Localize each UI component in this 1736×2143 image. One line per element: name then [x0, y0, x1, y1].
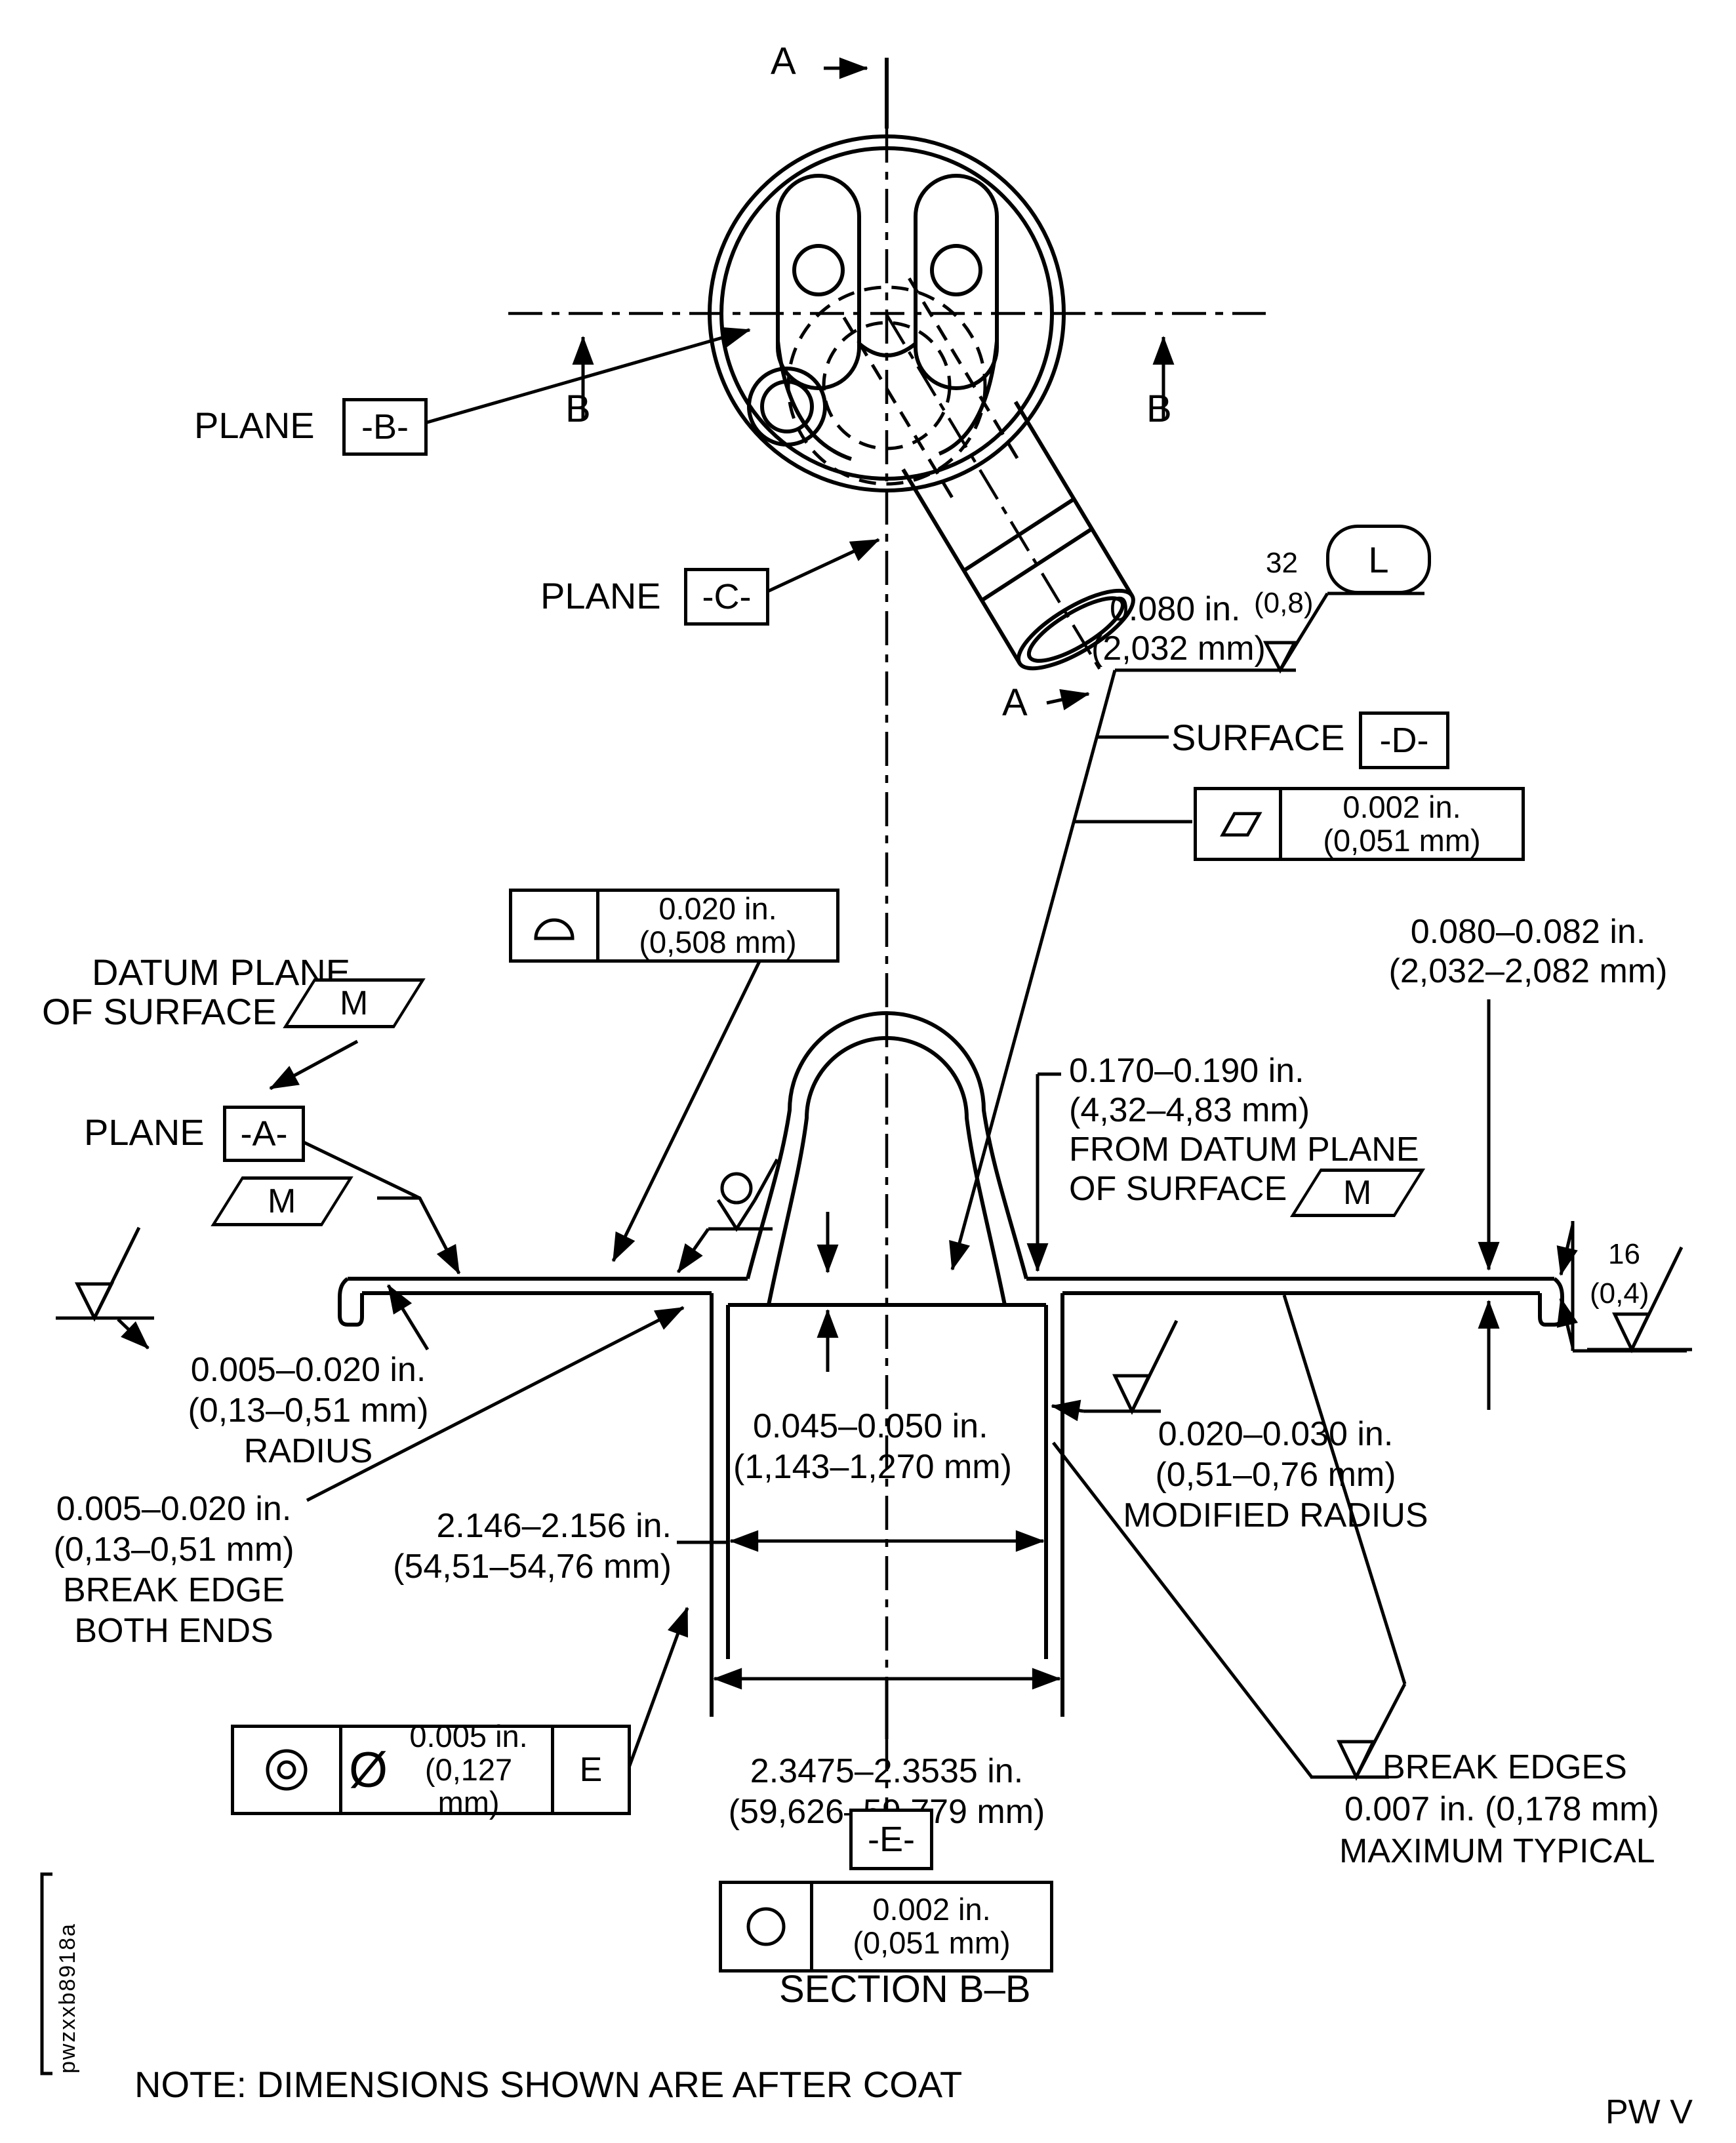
inner-width-mm: (54,51–54,76 mm) — [393, 1548, 672, 1586]
roughness-16: 16 — [1608, 1238, 1640, 1270]
datum-note-line2: OF SURFACE — [42, 991, 277, 1032]
section-outline — [338, 1011, 1564, 1717]
coat-thickness-in: 0.080 in. — [1110, 590, 1241, 628]
surface-d-label: SURFACE — [1171, 717, 1345, 758]
surface-finish-symbol-break-edges — [1310, 1683, 1407, 1781]
inner-width-in: 2.146–2.156 in. — [436, 1507, 672, 1545]
datum-flag-d: -D- — [1359, 711, 1449, 769]
break-edge-in: 0.005–0.020 in. — [56, 1490, 292, 1528]
centerlines — [508, 129, 1266, 1830]
modified-radius-in: 0.020–0.030 in. — [1158, 1415, 1394, 1453]
doc-number-bracket — [40, 1872, 52, 2075]
modified-radius-label: MODIFIED RADIUS — [1123, 1496, 1428, 1534]
concentricity-symbol-icon — [266, 1749, 308, 1791]
radius-note-in: 0.005–0.020 in. — [190, 1351, 426, 1389]
fcf-concentric-mm: (0,127 mm) — [424, 1752, 513, 1820]
break-edges-line1: BREAK EDGES — [1383, 1748, 1627, 1786]
fcf-parallel-in: 0.002 in. — [1342, 789, 1461, 824]
fcf-profile-mm: (0,508 mm) — [639, 924, 797, 959]
flatness-symbol-icon — [1219, 811, 1262, 837]
surface-finish-symbol-lay — [1115, 591, 1424, 674]
modified-radius-mm: (0,51–0,76 mm) — [1155, 1456, 1396, 1494]
fcf-parallel-mm: (0,051 mm) — [1323, 822, 1481, 858]
roughness-32: 32 — [1266, 547, 1298, 579]
fcf-profile-in: 0.020 in. — [658, 891, 777, 926]
diameter-symbol: Ø — [349, 1742, 388, 1798]
break-edge-line4: BOTH ENDS — [74, 1612, 273, 1650]
footer-code: PW V — [1605, 2093, 1693, 2131]
surface-finish-symbol-16 — [1587, 1246, 1692, 1353]
break-edge-line3: BREAK EDGE — [62, 1571, 285, 1609]
lay-symbol-oval: L — [1326, 525, 1431, 594]
drawing-note: NOTE: DIMENSIONS SHOWN ARE AFTER COAT — [134, 2064, 963, 2105]
datum-m-letter: M — [340, 984, 369, 1022]
section-title: SECTION B–B — [779, 1968, 1031, 2011]
section-a-label-bottom: A — [1002, 681, 1028, 724]
fcf-parallel-frame: 0.002 in. (0,051 mm) — [1194, 787, 1525, 861]
datum-flag-a: -A- — [223, 1106, 305, 1162]
break-edge-mm: (0,13–0,51 mm) — [53, 1531, 294, 1569]
profile-line-symbol-icon — [534, 918, 575, 940]
coat-thickness-mm: (2,032 mm) — [1091, 630, 1266, 668]
radius-note-label: RADIUS — [243, 1432, 373, 1470]
fcf-round-in: 0.002 in. — [872, 1892, 991, 1927]
flange-range-mm: (2,032–2,082 mm) — [1388, 952, 1668, 990]
plane-a-label: PLANE — [84, 1112, 205, 1153]
section-b-label-left: B — [565, 388, 591, 430]
fcf-concentric-in: 0.005 in. — [409, 1718, 528, 1753]
flange-range-in: 0.080–0.082 in. — [1410, 913, 1646, 951]
plane-c-label: PLANE — [540, 575, 661, 616]
fcf-concentric-frame: Ø 0.005 in. (0,127 mm) E — [231, 1719, 631, 1819]
datum-note-line1: DATUM PLANE — [92, 951, 351, 993]
datum-flag-c: -C- — [684, 568, 769, 626]
roughness-16-metric: (0,4) — [1590, 1277, 1649, 1310]
wall-dim-mm: (1,143–1,270 mm) — [733, 1448, 1012, 1486]
wall-dim-in: 0.045–0.050 in. — [753, 1407, 988, 1445]
plane-leaders — [269, 327, 880, 1275]
height-dim-line4: OF SURFACE — [1069, 1170, 1287, 1208]
doc-number: pwzxxb8918a — [55, 1923, 80, 2073]
datum-m-letter: M — [1343, 1174, 1372, 1212]
roughness-32-metric: (0,8) — [1254, 587, 1314, 619]
surface-finish-symbol-modified-radius — [1083, 1319, 1179, 1415]
datum-flag-b: -B- — [342, 398, 428, 456]
height-dim-in: 0.170–0.190 in. — [1069, 1052, 1304, 1090]
datum-m-letter: M — [268, 1182, 296, 1220]
fcf-round-frame: 0.002 in. (0,051 mm) — [719, 1881, 1053, 1973]
surface-finish-symbol-radius — [56, 1226, 154, 1322]
break-edges-line3: MAXIMUM TYPICAL — [1339, 1832, 1655, 1870]
fcf-concentric-datum: E — [551, 1728, 628, 1812]
section-cut-arrows — [572, 57, 1175, 711]
datum-flag-e: -E- — [849, 1809, 933, 1870]
fcf-round-mm: (0,051 mm) — [853, 1925, 1011, 1960]
break-edges-line2: 0.007 in. (0,178 mm) — [1344, 1790, 1659, 1828]
outer-width-in: 2.3475–2.3535 in. — [750, 1752, 1024, 1790]
section-b-label-right: B — [1146, 388, 1172, 430]
section-a-label-top: A — [771, 40, 796, 83]
fcf-profile-frame: 0.020 in. (0,508 mm) — [509, 889, 839, 963]
plane-b-label: PLANE — [194, 405, 315, 446]
height-dim-line3: FROM DATUM PLANE — [1069, 1131, 1419, 1169]
height-dim-mm: (4,32–4,83 mm) — [1069, 1091, 1310, 1129]
circularity-symbol-icon — [746, 1907, 786, 1946]
radius-note-mm: (0,13–0,51 mm) — [188, 1392, 429, 1430]
no-material-removal-symbol — [708, 1158, 779, 1232]
